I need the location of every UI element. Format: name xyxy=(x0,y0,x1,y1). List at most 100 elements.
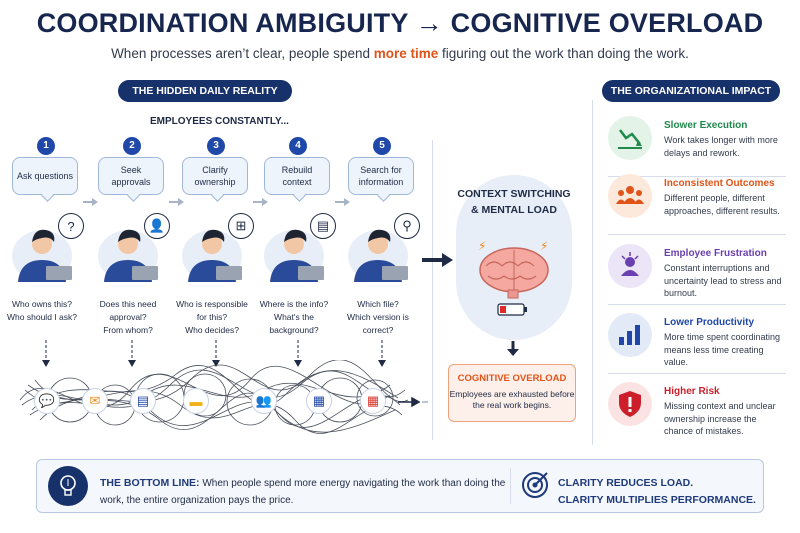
bar-chart-icon xyxy=(608,313,652,357)
step-question: What's the background? xyxy=(269,312,319,335)
step-bubble: Seek approvals xyxy=(98,157,164,195)
dashed-arrow xyxy=(42,340,50,367)
impact-title: Slower Execution xyxy=(664,120,748,131)
step-number: 1 xyxy=(37,137,55,155)
step-bubble: Rebuild context xyxy=(264,157,330,195)
impact-title: Employee Frustration xyxy=(664,248,767,259)
subtitle-start: When processes aren’t clear, people spen… xyxy=(111,46,374,61)
svg-text:⚡: ⚡ xyxy=(540,239,548,253)
subtitle-end: figuring out the work than doing the wor… xyxy=(438,46,689,61)
step-arrow xyxy=(83,198,98,206)
divider-right xyxy=(592,100,593,445)
step-question: Who is responsible for this? xyxy=(176,299,248,322)
brain-icon: ⚡ ⚡ xyxy=(478,239,549,316)
impact-title: Lower Productivity xyxy=(664,317,755,328)
step-arrow xyxy=(169,198,184,206)
folder-icon: ▬ xyxy=(183,388,209,414)
clarity-line-1: CLARITY REDUCES LOAD. xyxy=(558,477,694,489)
arrow-to-overload xyxy=(507,341,519,356)
mail-icon: ✉ xyxy=(82,388,108,414)
org-chart-icon: ⊞ xyxy=(228,213,254,239)
step-arrow xyxy=(335,198,350,206)
step-question: Who owns this? xyxy=(12,299,72,309)
employee-illustration xyxy=(98,229,158,282)
svg-text:⚡: ⚡ xyxy=(478,239,486,253)
spreadsheet-icon: ▦ xyxy=(360,388,386,414)
step-questions: Does this need approval? From whom? xyxy=(88,298,168,337)
dashed-arrow xyxy=(212,340,220,367)
employee-illustration xyxy=(182,229,242,282)
step-bubble-label: Clarify ownership xyxy=(194,165,236,187)
step-bubble-label: Rebuild context xyxy=(281,165,313,187)
step-question: Who decides? xyxy=(185,325,239,335)
target-icon xyxy=(522,472,548,498)
employee-illustration xyxy=(264,229,324,282)
step-questions: Who is responsible for this? Who decides? xyxy=(172,298,252,337)
employee-illustration xyxy=(12,229,72,282)
people-icon xyxy=(608,174,652,218)
employee-illustration xyxy=(348,229,408,282)
team-icon: 👥 xyxy=(251,388,277,414)
employees-constantly-heading: EMPLOYEES CONSTANTLY... xyxy=(150,116,289,127)
step-bubble-label: Seek approvals xyxy=(111,165,151,187)
cognitive-overload-box: COGNITIVE OVERLOAD Employees are exhaust… xyxy=(448,364,576,422)
impact-description: Different people, different approaches, … xyxy=(664,193,780,216)
step-bubble: Ask questions xyxy=(12,157,78,195)
step-bubble: Search for information xyxy=(348,157,414,195)
subtitle-highlight: more time xyxy=(373,46,439,61)
dashed-arrow xyxy=(128,340,136,367)
step-question: Where is the info? xyxy=(259,299,329,309)
step-bubble-label: Search for information xyxy=(358,165,404,187)
impact-title: Higher Risk xyxy=(664,386,720,397)
calendar-icon: ▦ xyxy=(306,388,332,414)
impact-title: Inconsistent Outcomes xyxy=(664,178,775,189)
step-questions: Who owns this? Who should I ask? xyxy=(2,298,82,324)
impact-description: Constant interruptions and uncertainty l… xyxy=(664,263,782,298)
step-number: 5 xyxy=(373,137,391,155)
dashed-arrow xyxy=(294,340,302,367)
step-question: Does this need approval? xyxy=(99,299,157,322)
bottom-divider xyxy=(510,468,511,504)
dashed-arrow xyxy=(378,340,386,367)
arrow-to-context xyxy=(422,253,453,267)
bottom-line-body: When people spend more energy navigating… xyxy=(100,478,506,506)
impact-description: Missing context and unclear ownership in… xyxy=(664,401,776,436)
step-arrow xyxy=(253,198,268,206)
declining-chart-icon xyxy=(608,116,652,160)
person-icon: 👤 xyxy=(144,213,170,239)
impact-description: Work takes longer with more delays and r… xyxy=(664,135,778,158)
impact-divider xyxy=(608,176,786,177)
bottom-line-text: THE BOTTOM LINE: When people spend more … xyxy=(100,475,510,509)
step-question: Who should I ask? xyxy=(7,312,77,322)
step-number: 2 xyxy=(123,137,141,155)
step-questions: Which file? Which version is correct? xyxy=(338,298,418,337)
org-impact-label: THE ORGANIZATIONAL IMPACT xyxy=(602,80,780,102)
document-icon: ▤ xyxy=(130,388,156,414)
chat-icon: 💬 xyxy=(34,388,60,414)
clarity-statement: CLARITY REDUCES LOAD. CLARITY MULTIPLIES… xyxy=(558,475,756,509)
document-icon: ▤ xyxy=(310,213,336,239)
bottom-line-label: THE BOTTOM LINE: xyxy=(100,477,200,489)
impact-divider xyxy=(608,234,786,235)
step-number: 3 xyxy=(207,137,225,155)
question-icon: ? xyxy=(58,213,84,239)
cognitive-overload-title: COGNITIVE OVERLOAD xyxy=(457,373,567,384)
bottom-line-box xyxy=(36,459,764,513)
impact-divider xyxy=(608,304,786,305)
impact-divider xyxy=(608,373,786,374)
step-question: Which version is correct? xyxy=(347,312,409,335)
step-question: Which file? xyxy=(357,299,399,309)
stressed-person-icon xyxy=(608,244,652,288)
page-subtitle: When processes aren’t clear, people spen… xyxy=(0,46,800,61)
page-title: COORDINATION AMBIGUITY → COGNITIVE OVERL… xyxy=(36,8,764,38)
divider-left xyxy=(432,140,433,440)
cognitive-overload-text: Employees are exhausted before the real … xyxy=(449,389,575,410)
clarity-line-2: CLARITY MULTIPLIES PERFORMANCE. xyxy=(558,494,756,506)
step-question: From whom? xyxy=(103,325,153,335)
hidden-reality-label: THE HIDDEN DAILY REALITY xyxy=(118,80,292,102)
